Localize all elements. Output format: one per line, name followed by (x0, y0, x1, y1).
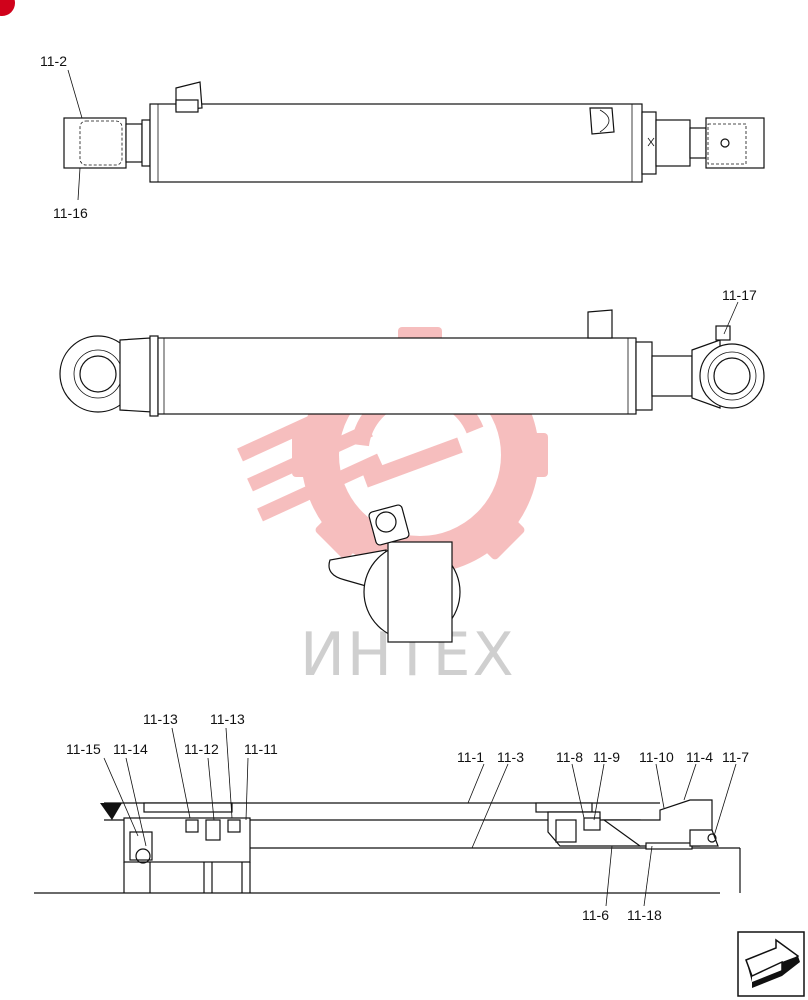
label-11-13-left: 11-13 (143, 711, 178, 727)
label-11-7: 11-7 (722, 749, 749, 765)
label-11-2: 11-2 (40, 53, 67, 69)
label-11-3: 11-3 (497, 749, 524, 765)
end-view-cylinder (328, 504, 461, 643)
label-11-13-right: 11-13 (210, 711, 245, 727)
label-11-4: 11-4 (686, 749, 713, 765)
red-dot-icon (0, 0, 15, 16)
label-11-17: 11-17 (722, 287, 757, 303)
label-11-6: 11-6 (582, 907, 609, 923)
label-11-15: 11-15 (66, 741, 101, 757)
arrow-next-icon[interactable] (737, 931, 805, 997)
section-view (34, 799, 741, 894)
section-leaders (103, 727, 737, 907)
side-view-cylinder (59, 309, 765, 417)
label-11-1: 11-1 (457, 749, 484, 765)
label-11-8: 11-8 (556, 749, 583, 765)
label-11-10: 11-10 (639, 749, 674, 765)
label-11-12: 11-12 (184, 741, 219, 757)
label-11-16: 11-16 (53, 205, 88, 221)
label-11-11: 11-11 (244, 741, 278, 757)
label-11-18: 11-18 (627, 907, 662, 923)
top-view-cylinder (63, 81, 765, 183)
label-11-9: 11-9 (593, 749, 620, 765)
label-11-14: 11-14 (113, 741, 148, 757)
